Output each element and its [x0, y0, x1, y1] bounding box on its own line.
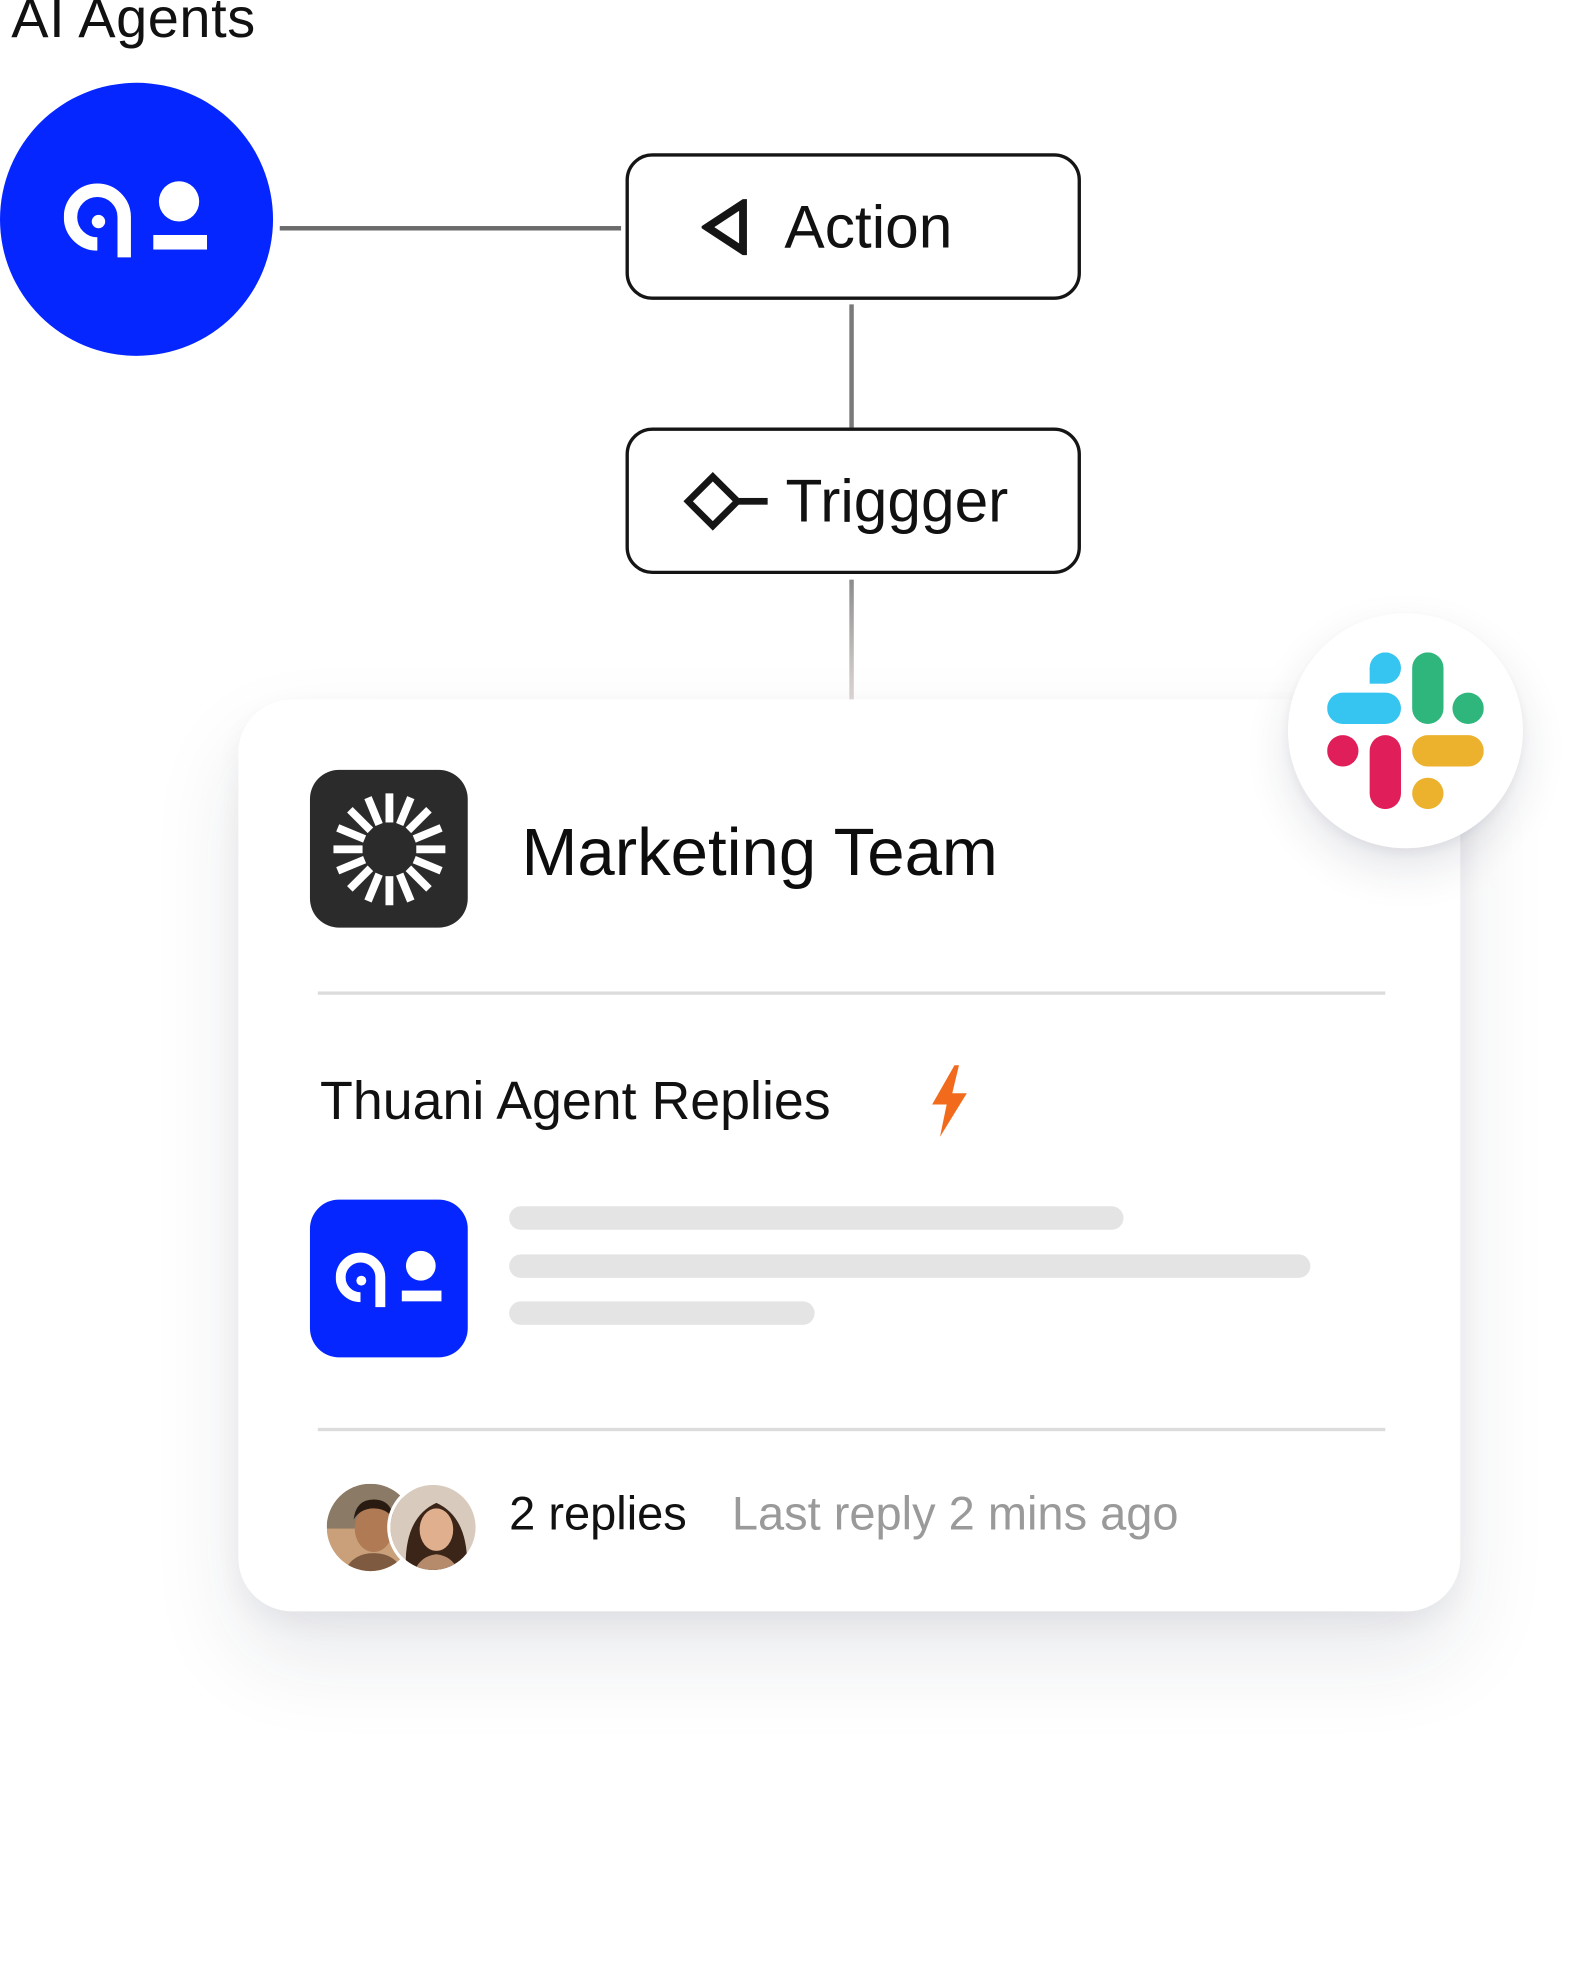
trigger-node-label: Triggger [785, 467, 1009, 535]
connector-trigger-card [849, 579, 854, 701]
slack-logo-icon [1327, 652, 1484, 810]
play-back-triangle-icon [701, 198, 749, 255]
user-avatar[interactable] [323, 1480, 418, 1575]
connector-hub-action [279, 226, 622, 231]
message-placeholder-line [509, 1254, 1311, 1278]
slack-message-card[interactable]: Marketing Team Thuani Agent Replies [238, 699, 1461, 1612]
team-logo [309, 769, 468, 928]
agent-avatar [309, 1199, 468, 1358]
action-node-label: Action [784, 193, 953, 261]
diamond-trigger-icon [683, 471, 770, 531]
lightning-bolt-icon [928, 1064, 971, 1143]
ai-agents-hub[interactable] [0, 82, 274, 356]
agent-logo-icon [335, 1250, 441, 1307]
last-reply-time: Last reply 2 mins ago [731, 1487, 1179, 1540]
page-title: AI Agents [11, 0, 256, 50]
reply-title: Thuani Agent Replies [320, 1072, 831, 1132]
action-node[interactable]: Action [625, 153, 1081, 300]
user-avatar[interactable] [387, 1481, 479, 1574]
team-name: Marketing Team [521, 814, 998, 890]
sunburst-logo-icon [332, 792, 445, 905]
connector-action-trigger [849, 304, 854, 428]
message-placeholder-line [509, 1206, 1124, 1230]
slack-badge [1287, 613, 1523, 849]
replies-count[interactable]: 2 replies [509, 1487, 687, 1540]
trigger-node[interactable]: Triggger [625, 427, 1081, 575]
agent-logo-icon [63, 181, 208, 258]
divider [317, 1427, 1386, 1432]
divider [317, 991, 1386, 995]
message-placeholder-line [509, 1301, 815, 1325]
